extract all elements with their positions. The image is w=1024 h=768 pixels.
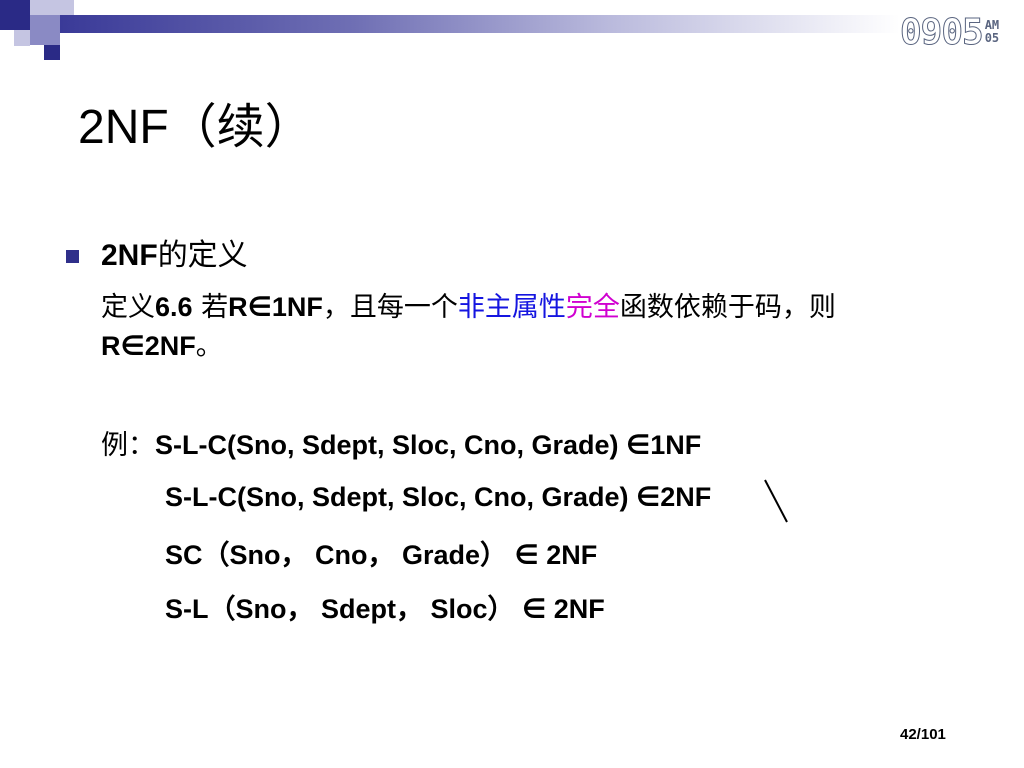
deco-square: [30, 0, 60, 15]
bullet-heading-bold: 2NF: [101, 239, 158, 272]
slide-title: 2NF（续）: [78, 101, 313, 154]
example-label: 例：: [101, 430, 155, 461]
example-line-1: 例：S-L-C(Sno, Sdept, Sloc, Cno, Grade) ∈1…: [101, 426, 701, 465]
def-text: 定义: [101, 292, 155, 323]
definition-paragraph: 定义6.6 若R∈1NF，且每一个非主属性完全函数依赖于码，则 R∈2NF。: [101, 288, 941, 366]
def-text: 函数依赖于码，则: [619, 292, 836, 323]
clock-ampm-bottom: 05: [984, 31, 1000, 45]
page-number: 42/101: [900, 726, 946, 743]
example-text: S-L-C(Sno, Sdept, Sloc, Cno, Grade) ∈1NF: [155, 430, 702, 460]
bullet-heading: 2NF的定义: [101, 236, 248, 276]
deco-square: [14, 30, 30, 46]
clock-ampm-top: AM: [984, 18, 1000, 32]
def-text: 。: [195, 331, 223, 362]
def-highlight-full: 完全: [565, 292, 620, 323]
deco-square: [60, 0, 74, 15]
def-text: ，且每一个: [322, 292, 458, 323]
deco-square: [30, 15, 60, 45]
example-line-2: S-L-C(Sno, Sdept, Sloc, Cno, Grade) ∈2NF: [165, 482, 712, 512]
def-text: 若: [192, 292, 229, 323]
example-line-4: S-L（Sno， Sdept， Sloc） ∈ 2NF: [165, 594, 605, 624]
not-element-slash: [764, 479, 788, 523]
def-highlight-nonprime: 非主属性: [457, 292, 566, 323]
clock-time: 0905: [900, 11, 985, 53]
def-formula: R∈1NF: [228, 292, 323, 322]
deco-square: [44, 45, 60, 60]
bullet-heading-cn: 的定义: [157, 238, 248, 273]
def-formula: R∈2NF: [101, 331, 196, 361]
deco-square: [0, 0, 30, 30]
def-number: 6.6: [155, 292, 193, 322]
example-line-3: SC（Sno， Cno， Grade） ∈ 2NF: [165, 540, 598, 570]
bullet-square-icon: [66, 250, 79, 263]
clock-ampm: AM 05: [985, 19, 999, 45]
clock-widget: 0905 AM 05: [900, 8, 1020, 56]
header-band: [60, 15, 900, 33]
